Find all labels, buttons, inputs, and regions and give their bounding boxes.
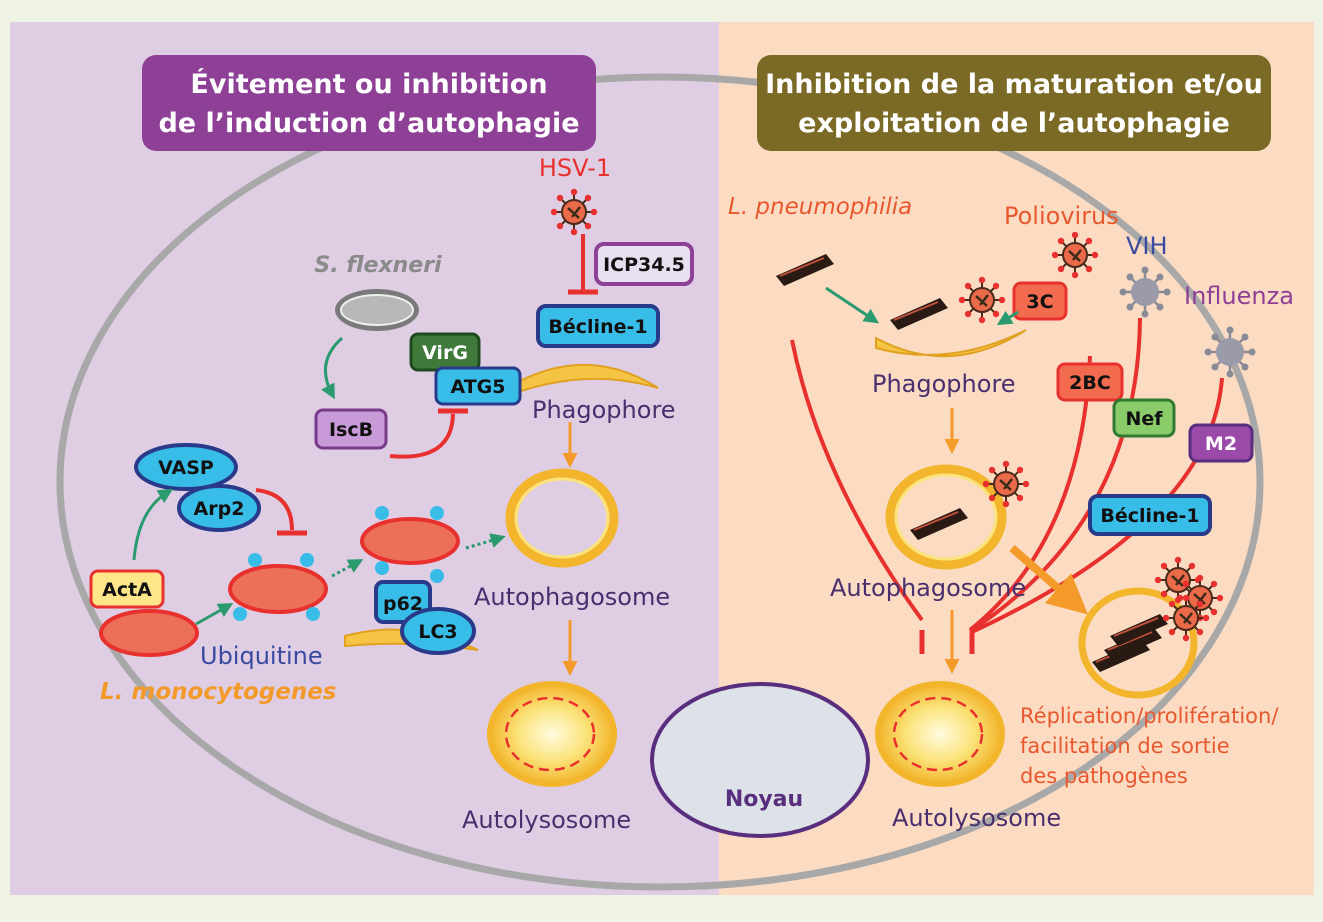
ubiquitin-to-p62-dotted-arrow: [331, 559, 364, 578]
phagophore-left-shape: [517, 363, 659, 394]
two-bc-box: 2BC: [1056, 362, 1124, 402]
icp345-box: ICP34.5: [594, 242, 694, 286]
replication-line3: des pathogènes: [1020, 764, 1188, 788]
autophagosome-left-inner: [514, 477, 610, 559]
left-header-line2: de l’induction d’autophagie: [158, 108, 579, 139]
right-header: Inhibition de la maturation et/ou exploi…: [757, 55, 1271, 151]
phagophore-right-label: Phagophore: [872, 370, 1016, 398]
l-pneumophilia-label: L. pneumophilia: [728, 194, 912, 220]
p62-label: p62: [383, 593, 423, 615]
bacterium-to-ubiquitin-arrow: [195, 603, 234, 626]
becline1-right-label: Bécline-1: [1100, 505, 1199, 527]
l-pneumophilia-inhibition-line: [790, 339, 924, 622]
phagophore-virus-icon: [957, 275, 1007, 325]
iscb-box: IscB: [314, 408, 388, 450]
exploitation-arrow: [1009, 544, 1089, 615]
l-monocytogenes-bacterium: [99, 609, 199, 657]
two-bc-inhibition-line: [968, 355, 1092, 632]
poliovirus-label: Poliovirus: [1004, 202, 1119, 230]
arp2-oval: Arp2: [177, 484, 261, 532]
noyau-label: Noyau: [725, 787, 803, 812]
right-header-line1: Inhibition de la maturation et/ou: [765, 69, 1263, 100]
atg5-label: ATG5: [450, 376, 505, 398]
autolysosome-right-label: Autolysosome: [892, 804, 1061, 832]
ubiquitinated-bacterium: [228, 564, 328, 614]
poliovirus-virus-icon: [1050, 230, 1100, 280]
acta-label: ActA: [102, 579, 152, 601]
autophagosome-virus-icon: [981, 459, 1031, 509]
becline1-left-label: Bécline-1: [548, 316, 647, 338]
autophagosome-right-label: Autophagosome: [830, 574, 1026, 602]
atg5-box: ATG5: [434, 366, 522, 406]
three-c-arrow: [996, 310, 1019, 326]
autophagosome-left: [505, 468, 619, 568]
lc3-label: LC3: [418, 621, 457, 643]
vasp-oval: VASP: [134, 443, 238, 491]
autolysosome-left-label: Autolysosome: [462, 806, 631, 834]
ubiquitin-dots: [233, 553, 320, 621]
left-panel: [10, 22, 719, 895]
hsv1-virus-icon: [549, 187, 599, 237]
ubiquitin-dots-2: [375, 506, 444, 583]
autolysosome-left-inner: [504, 696, 596, 772]
l-monocytogenes-label: L. monocytogenes: [100, 679, 337, 705]
left-header-line1: Évitement ou inhibition: [190, 68, 547, 100]
three-c-box: 3C: [1012, 281, 1068, 321]
m2-label: M2: [1205, 433, 1237, 455]
acta-box: ActA: [89, 569, 165, 609]
iscb-label: IscB: [329, 419, 373, 441]
virg-box: VirG: [409, 332, 481, 372]
right-header-line2: exploitation de l’autophagie: [798, 108, 1230, 139]
becline1-left-box: Bécline-1: [536, 304, 660, 348]
icp345-label: ICP34.5: [603, 254, 685, 276]
cell-membrane: [56, 73, 1264, 891]
virg-label: VirG: [422, 342, 468, 364]
m2-box: M2: [1188, 423, 1254, 463]
vasp-label: VASP: [158, 457, 214, 479]
autophagosome-right-inner: [894, 473, 998, 561]
influenza-label: Influenza: [1184, 282, 1294, 310]
hsv1-label: HSV-1: [539, 154, 611, 182]
lc3-oval: LC3: [400, 607, 476, 655]
autophagosome-right: [885, 464, 1007, 570]
autolysosome-right: [875, 681, 1005, 787]
autolysosome-right-inner: [892, 696, 984, 772]
s-flexneri-to-iscb-arrow: [321, 336, 344, 400]
arp2-inhibition-line: [255, 488, 294, 531]
phagophore-left-label: Phagophore: [532, 396, 676, 424]
phagophore-right-shape: [875, 329, 1027, 358]
ubiquitine-label: Ubiquitine: [200, 642, 323, 670]
becline1-right-box: Bécline-1: [1088, 494, 1212, 536]
iscb-inhibits-atg5-line: [389, 413, 455, 459]
autophagosome-left-label: Autophagosome: [474, 583, 670, 611]
autolysosome-left: [487, 681, 617, 787]
vih-label: VIH: [1126, 232, 1168, 260]
nef-label: Nef: [1125, 408, 1163, 430]
three-c-label: 3C: [1026, 291, 1053, 313]
captured-bacterium: [360, 517, 460, 565]
replication-vesicle: [1078, 587, 1198, 699]
arp2-label: Arp2: [194, 498, 245, 520]
two-bc-label: 2BC: [1069, 372, 1111, 394]
replication-virus-icon-3: [1161, 593, 1211, 643]
l-pneumophilia-to-phagophore-arrow: [825, 286, 879, 324]
nef-box: Nef: [1112, 398, 1176, 438]
left-header: Évitement ou inhibition de l’induction d…: [142, 55, 596, 151]
s-flexneri-bacterium-inner: [340, 294, 414, 326]
replication-line1: Réplication/prolifération/: [1020, 704, 1279, 728]
replication-line2: facilitation de sortie: [1020, 734, 1230, 758]
acta-to-vasp-arrow: [132, 488, 174, 561]
s-flexneri-label: S. flexneri: [314, 253, 442, 278]
noyau-nucleus: [650, 682, 870, 838]
